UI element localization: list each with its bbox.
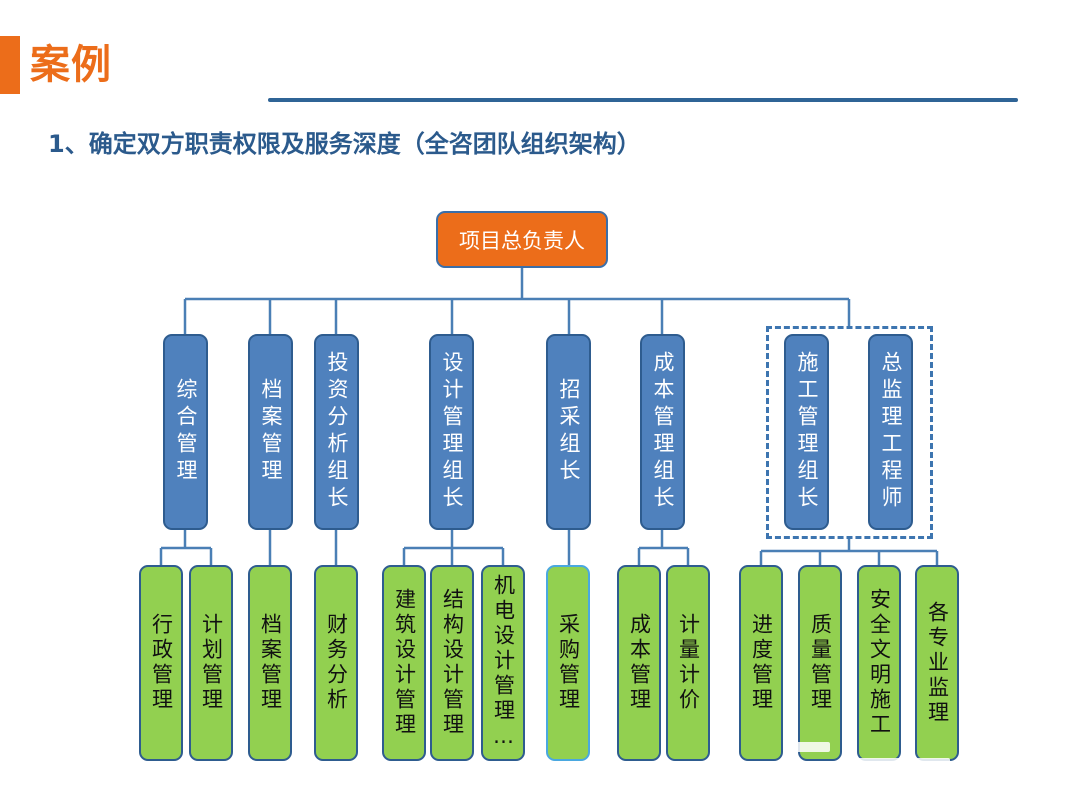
org-node-label: 建筑设计管理 [392,588,417,738]
org-node-administration: 行政管理 [139,565,183,761]
org-node-label: 结构设计管理 [440,588,465,738]
org-node-investment-analysis-lead: 投资分析组长 [314,334,359,530]
watermark-smudge [790,742,830,752]
org-node-archive-management: 档案管理 [248,334,293,530]
title-accent-bar [0,36,20,94]
org-node-label: 质量管理 [808,613,833,713]
org-node-label: 进度管理 [749,613,774,713]
org-node-archives: 档案管理 [248,565,292,761]
org-node-label: 成本管理 [627,613,652,713]
org-node-purchasing: 采购管理 [546,565,590,761]
org-node-label: 成本管理组长 [651,351,675,513]
org-node-label: 档案管理 [258,613,283,713]
org-node-label: 采购管理 [556,613,581,713]
org-node-label: 安全文明施工 [867,588,892,738]
org-node-financial-analysis: 财务分析 [314,565,358,761]
org-node-label: 计量计价 [676,613,701,713]
org-node-general-management: 综合管理 [163,334,208,530]
org-node-label: 行政管理 [149,613,174,713]
org-node-project-leader: 项目总负责人 [436,211,608,268]
org-node-label: 项目总负责人 [459,228,585,253]
org-node-label: 招采组长 [557,378,581,486]
org-node-label: 档案管理 [259,378,283,486]
org-node-label: 财务分析 [324,613,349,713]
org-node-label: 各专业监理 [925,600,950,726]
org-node-label: 设计管理组长 [440,351,464,513]
org-node-architectural-design: 建筑设计管理 [382,565,426,761]
org-node-cost-control: 成本管理 [617,565,661,761]
org-node-label: 投资分析组长 [325,351,349,513]
org-node-mep-design: 机电设计管理… [481,565,525,761]
slide-title: 案例 [30,42,112,88]
org-node-label: 施工管理组长 [795,351,819,513]
construction-supervision-group-frame [766,326,933,539]
org-node-label: 综合管理 [174,378,198,486]
org-node-cost-management-lead: 成本管理组长 [640,334,685,530]
slide-subtitle: 1、确定双方职责权限及服务深度（全咨团队组织架构） [48,130,641,158]
org-node-structural-design: 结构设计管理 [430,565,474,761]
org-node-label: 计划管理 [199,613,224,713]
org-node-schedule-management: 进度管理 [739,565,783,761]
org-node-safety-civilized-construction: 安全文明施工 [857,565,901,761]
org-node-label: 总监理工程师 [879,351,903,513]
org-node-procurement-lead: 招采组长 [546,334,591,530]
org-node-label: 机电设计管理… [491,574,516,752]
org-node-planning: 计划管理 [189,565,233,761]
org-node-quality-management: 质量管理 [798,565,842,761]
org-node-chief-supervising-engineer: 总监理工程师 [868,334,913,530]
org-node-construction-management-lead: 施工管理组长 [784,334,829,530]
org-node-discipline-supervision: 各专业监理 [915,565,959,761]
org-node-quantity-pricing: 计量计价 [666,565,710,761]
title-underline [268,98,1018,102]
org-node-design-management-lead: 设计管理组长 [429,334,474,530]
watermark-smudge [840,758,950,770]
